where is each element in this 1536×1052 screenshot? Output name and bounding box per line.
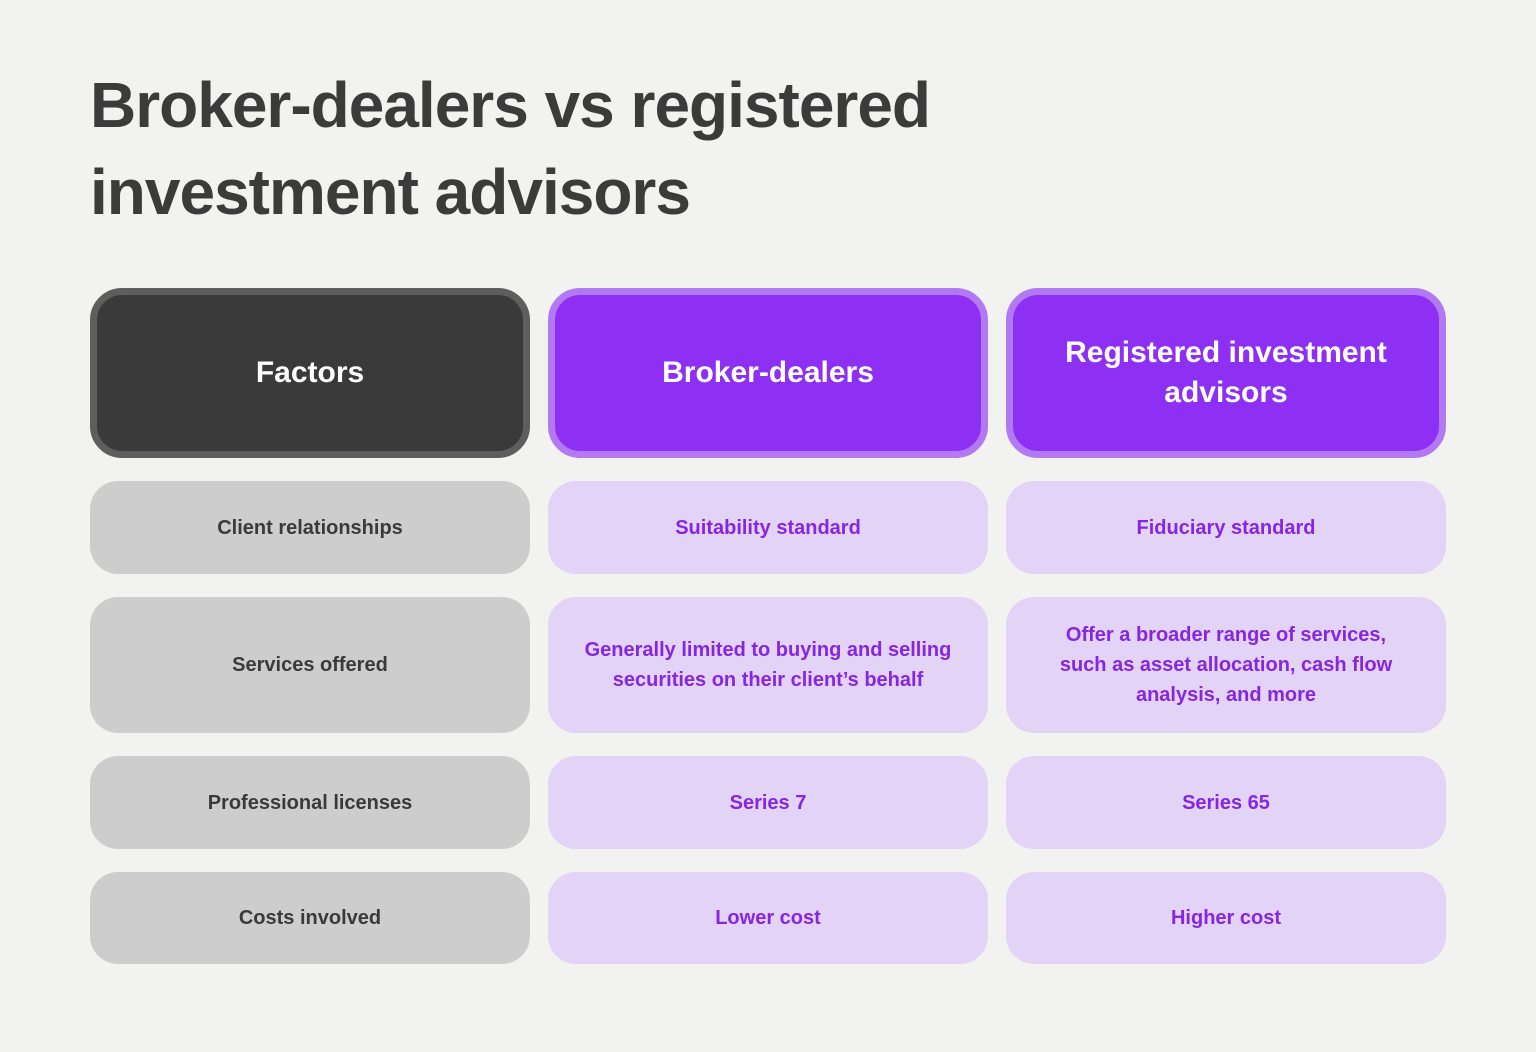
value-cell-rias-client-relationships: Fiduciary standard: [1006, 481, 1446, 574]
value-text: Fiduciary standard: [1136, 516, 1316, 539]
factor-label: Client relationships: [217, 516, 403, 539]
factor-label: Services offered: [232, 654, 388, 676]
value-cell-rias-services-offered: Offer a broader range of services, such …: [1006, 597, 1446, 733]
value-text: Offer a broader range of services, such …: [1059, 624, 1393, 706]
value-cell-rias-costs-involved: Higher cost: [1006, 872, 1446, 964]
header-label-registered-investment-advisors: Registered investment advisors: [1065, 336, 1387, 409]
value-cell-broker-dealers-client-relationships: Suitability standard: [548, 481, 988, 574]
header-cell-registered-investment-advisors: Registered investment advisors: [1006, 288, 1446, 458]
value-text: Series 65: [1182, 791, 1270, 814]
header-label-factors: Factors: [255, 356, 365, 389]
comparison-table: Factors Broker-dealers Registered invest…: [90, 288, 1446, 964]
value-text: Generally limited to buying and selling …: [584, 639, 952, 691]
value-cell-rias-professional-licenses: Series 65: [1006, 756, 1446, 849]
factor-label: Professional licenses: [207, 791, 413, 814]
page-title: Broker-dealers vs registered investment …: [90, 69, 931, 228]
factor-cell-client-relationships: Client relationships: [90, 481, 530, 574]
factor-label: Costs involved: [238, 907, 382, 929]
value-cell-broker-dealers-costs-involved: Lower cost: [548, 872, 988, 964]
factor-cell-costs-involved: Costs involved: [90, 872, 530, 964]
value-cell-broker-dealers-services-offered: Generally limited to buying and selling …: [548, 597, 988, 733]
header-label-broker-dealers: Broker-dealers: [662, 356, 874, 389]
header-cell-factors: Factors: [90, 288, 530, 458]
value-text: Series 7: [729, 791, 807, 814]
factor-cell-services-offered: Services offered: [90, 597, 530, 733]
value-text: Suitability standard: [675, 516, 861, 539]
value-text: Lower cost: [715, 907, 821, 929]
value-text: Higher cost: [1170, 907, 1282, 929]
value-cell-broker-dealers-professional-licenses: Series 7: [548, 756, 988, 849]
header-cell-broker-dealers: Broker-dealers: [548, 288, 988, 458]
factor-cell-professional-licenses: Professional licenses: [90, 756, 530, 849]
